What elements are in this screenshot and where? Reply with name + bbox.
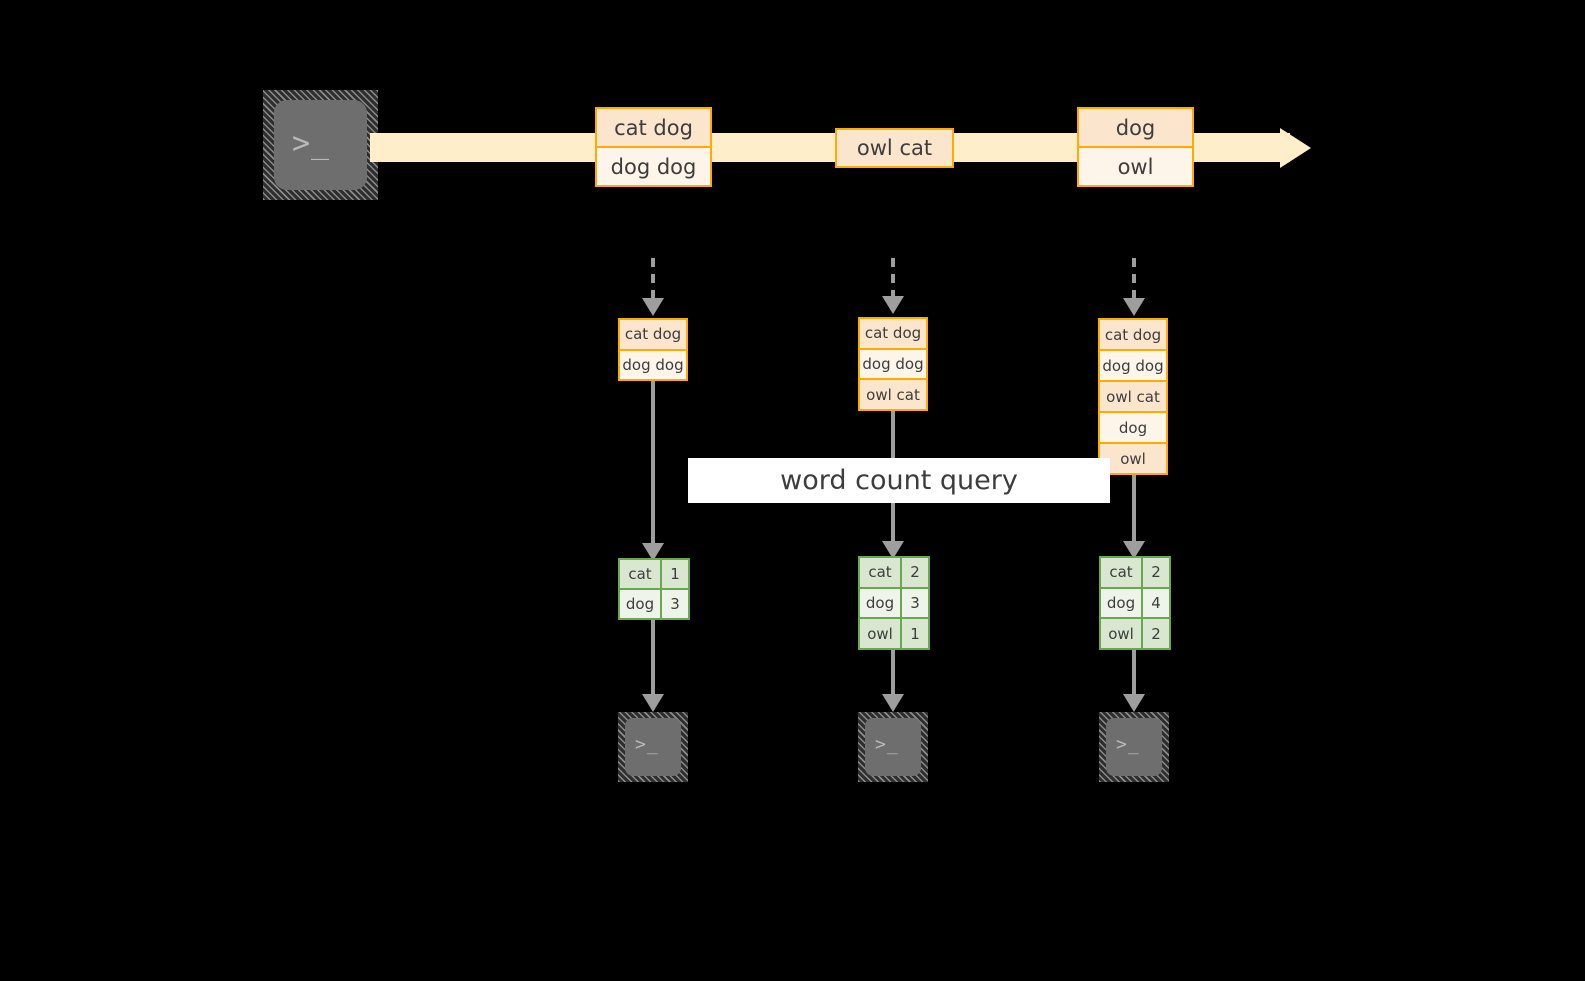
trigger-arrowhead-3 (1123, 298, 1145, 316)
accumulated-record: dog dog (1100, 351, 1166, 382)
query-arrowhead-2 (882, 541, 904, 559)
accumulated-stack-1: cat dog dog dog (618, 318, 688, 381)
terminal-prompt-glyph: >_ (292, 126, 331, 161)
query-line-1 (651, 381, 655, 549)
sink-arrowhead-2 (882, 694, 904, 712)
table-row: dog 3 (860, 588, 928, 620)
accumulated-record: dog dog (620, 350, 686, 379)
accumulated-record: owl (1100, 444, 1166, 473)
terminal-face (274, 100, 367, 190)
source-terminal-icon: >_ (263, 90, 378, 200)
table-cell-word: owl (860, 619, 902, 649)
table-row: dog 4 (1101, 588, 1169, 620)
terminal-prompt-glyph: >_ (635, 734, 659, 755)
table-cell-count: 4 (1143, 588, 1169, 618)
accumulated-record: cat dog (1100, 320, 1166, 351)
stream-record: cat dog (597, 109, 710, 148)
table-cell-count: 2 (1143, 619, 1169, 649)
stream-arrowhead (1280, 128, 1311, 168)
table-row: dog 3 (620, 590, 688, 618)
accumulated-stack-3: cat dog dog dog owl cat dog owl (1098, 318, 1168, 475)
trigger-dashed-line-1 (651, 258, 655, 302)
stream-batch-1: cat dog dog dog (595, 107, 712, 187)
result-table-1: cat 1 dog 3 (618, 558, 690, 620)
stream-record: owl (1079, 148, 1192, 185)
sink-line-2 (891, 650, 895, 698)
sink-line-1 (651, 620, 655, 698)
stream-record: dog dog (597, 148, 710, 185)
table-cell-word: cat (860, 558, 902, 587)
query-arrowhead-1 (642, 543, 664, 561)
terminal-face (625, 718, 681, 776)
table-cell-word: dog (860, 588, 902, 618)
table-cell-count: 3 (662, 590, 688, 618)
terminal-face (865, 718, 921, 776)
accumulated-record: dog (1100, 413, 1166, 444)
trigger-arrowhead-1 (642, 298, 664, 316)
terminal-face (1106, 718, 1162, 776)
query-arrowhead-3 (1123, 541, 1145, 559)
stream-record: owl cat (837, 130, 952, 166)
table-cell-word: dog (1101, 588, 1143, 618)
table-cell-count: 1 (662, 560, 688, 588)
table-cell-word: owl (1101, 619, 1143, 649)
accumulated-record: owl cat (1100, 382, 1166, 413)
table-row: owl 2 (1101, 619, 1169, 649)
sink-terminal-icon-1: >_ (618, 712, 688, 782)
table-cell-count: 3 (902, 588, 928, 618)
query-label: word count query (688, 458, 1110, 503)
accumulated-record: cat dog (620, 320, 686, 351)
query-line-3 (1132, 475, 1136, 549)
terminal-prompt-glyph: >_ (875, 734, 899, 755)
accumulated-stack-2: cat dog dog dog owl cat (858, 317, 928, 411)
accumulated-record: dog dog (860, 349, 926, 381)
terminal-prompt-glyph: >_ (1116, 734, 1140, 755)
sink-terminal-icon-2: >_ (858, 712, 928, 782)
table-row: cat 2 (860, 558, 928, 589)
sink-line-3 (1132, 650, 1136, 698)
trigger-dashed-line-3 (1132, 258, 1136, 302)
table-cell-word: dog (620, 590, 662, 618)
accumulated-record: cat dog (860, 319, 926, 350)
table-cell-count: 2 (902, 558, 928, 587)
sink-arrowhead-1 (642, 694, 664, 712)
stream-record: dog (1079, 109, 1192, 148)
sink-terminal-icon-3: >_ (1099, 712, 1169, 782)
stream-batch-2: owl cat (835, 128, 954, 168)
trigger-dashed-line-2 (891, 258, 895, 300)
table-row: cat 2 (1101, 558, 1169, 589)
sink-arrowhead-3 (1123, 694, 1145, 712)
stream-batch-3: dog owl (1077, 107, 1194, 187)
result-table-3: cat 2 dog 4 owl 2 (1099, 556, 1171, 650)
accumulated-record: owl cat (860, 380, 926, 410)
table-row: cat 1 (620, 560, 688, 590)
trigger-arrowhead-2 (882, 296, 904, 314)
table-cell-count: 1 (902, 619, 928, 649)
table-cell-count: 2 (1143, 558, 1169, 587)
table-row: owl 1 (860, 619, 928, 649)
result-table-2: cat 2 dog 3 owl 1 (858, 556, 930, 650)
table-cell-word: cat (620, 560, 662, 588)
table-cell-word: cat (1101, 558, 1143, 587)
